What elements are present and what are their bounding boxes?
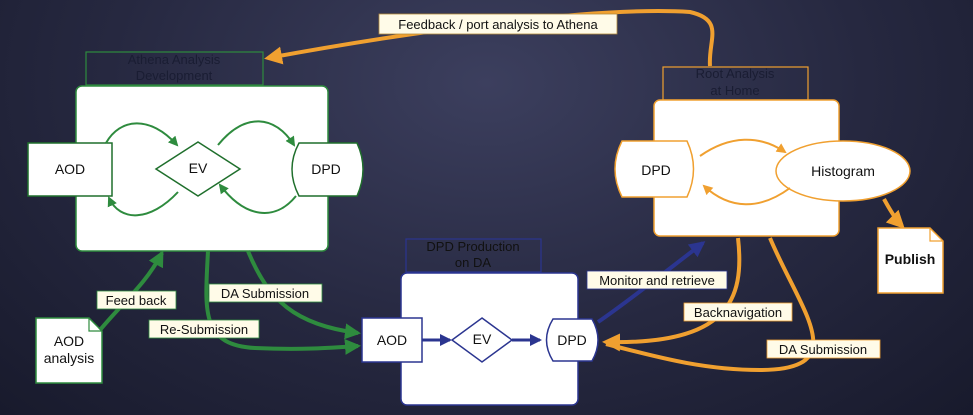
aod-analysis-document[interactable] (35, 317, 103, 384)
athena-title-box (85, 51, 264, 86)
publish-document[interactable] (877, 227, 944, 294)
production-aod-box[interactable] (361, 317, 423, 363)
production-dpd-shape[interactable] (545, 318, 599, 362)
athena-aod-label: AOD (55, 161, 85, 177)
root-histogram-label: Histogram (811, 163, 875, 179)
monitor-retrieve-tag: Monitor and retrieve (586, 270, 728, 290)
production-dpd-label: DPD (557, 332, 587, 348)
athena-aod-box[interactable] (27, 142, 113, 197)
da-submission-orange-tag: DA Submission (766, 339, 881, 359)
da-submission-green-tag: DA Submission (208, 283, 323, 303)
athena-loop-aod-to-ev (105, 122, 179, 147)
monitor-retrieve-label: Monitor and retrieve (599, 273, 715, 288)
aod-analysis-fold-icon (88, 318, 102, 332)
production-title-box (405, 238, 542, 273)
da-submission-orange-label: DA Submission (779, 342, 867, 357)
aod-analysis-line1: AOD (54, 333, 84, 349)
root-loop-histogram-to-dpd (702, 184, 791, 206)
production-aod-label: AOD (377, 332, 407, 348)
publish-fold-icon (929, 228, 943, 242)
feedback-port-label: Feedback / port analysis to Athena (398, 17, 598, 32)
root-histogram-ellipse[interactable] (775, 140, 911, 202)
athena-loop-dpd-to-ev (218, 183, 297, 214)
feed-back-tag: Feed back (96, 290, 177, 310)
backnavigation-tag: Backnavigation (683, 302, 793, 322)
athena-dpd-shape[interactable] (291, 142, 364, 197)
athena-ev-label: EV (189, 160, 208, 176)
athena-loop-ev-to-aod (107, 191, 179, 217)
production-title-line2: on DA (455, 255, 491, 270)
resubmission-arrow (204, 250, 361, 355)
athena-loop-ev-to-dpd (217, 120, 296, 147)
production-title-line1: DPD Production (426, 239, 519, 254)
root-loop-dpd-to-histogram (699, 138, 787, 157)
feedback-port-tag: Feedback / port analysis to Athena (378, 13, 618, 35)
da-submission-green-arrow (246, 250, 361, 340)
da-submission-orange-arrow (605, 237, 816, 373)
publish-label: Publish (885, 251, 936, 267)
athena-dpd-label: DPD (311, 161, 341, 177)
athena-title-line2: Development (136, 68, 213, 83)
athena-title-line1: Athena Analysis (128, 52, 221, 67)
root-title-line1: Root Analysis (696, 66, 775, 81)
production-ev-label: EV (473, 331, 492, 347)
feed-back-label: Feed back (106, 293, 167, 308)
backnavigation-label: Backnavigation (694, 305, 782, 320)
backnavigation-arrow (602, 237, 742, 352)
athena-ev-diamond[interactable] (154, 141, 242, 197)
resubmission-label: Re-Submission (160, 322, 248, 337)
aod-analysis-line2: analysis (44, 350, 95, 366)
resubmission-tag: Re-Submission (148, 319, 260, 339)
feedback-port-arrow (264, 9, 715, 67)
da-submission-green-label: DA Submission (221, 286, 309, 301)
root-dpd-shape[interactable] (614, 140, 695, 198)
histogram-to-publish-arrow (882, 198, 905, 229)
root-title-line2: at Home (710, 83, 759, 98)
root-dpd-label: DPD (641, 162, 671, 178)
production-ev-diamond[interactable] (450, 317, 514, 363)
